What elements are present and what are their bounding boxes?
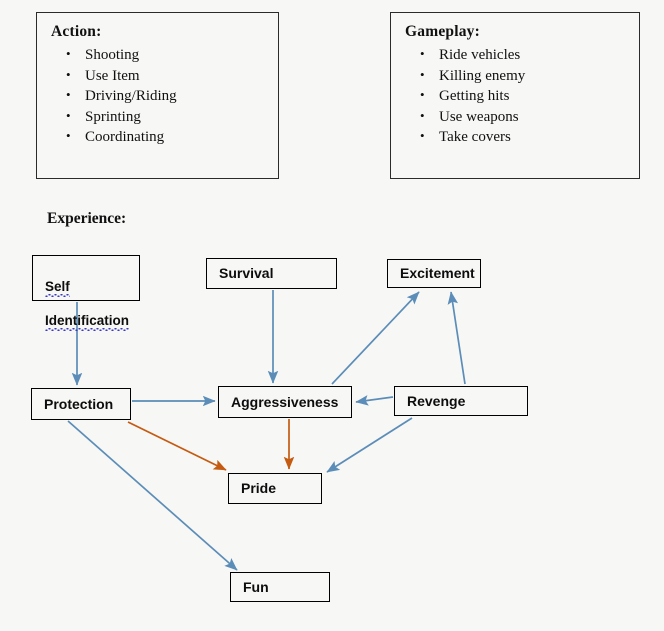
node-protection[interactable]: Protection	[31, 388, 131, 420]
edge-aggressiveness-to-excitement	[331, 291, 420, 385]
edge-revenge-to-pride	[326, 417, 413, 473]
gameplay-panel-title: Gameplay:	[405, 23, 480, 40]
experience-heading: Experience:	[47, 210, 127, 227]
list-item: Ride vehicles	[420, 44, 639, 66]
node-excitement-label: Excitement	[400, 265, 475, 281]
node-protection-label: Protection	[44, 395, 114, 412]
node-self-identification-line2: Identification	[45, 313, 129, 331]
edge-protection-to-fun	[67, 420, 238, 571]
list-item: Killing enemy	[420, 65, 639, 87]
node-survival[interactable]: Survival	[206, 258, 337, 289]
node-fun-label: Fun	[243, 578, 269, 595]
node-survival-label: Survival	[219, 265, 274, 281]
node-self-identification-label: Self Identification	[33, 261, 129, 331]
edge-protection-to-pride	[127, 421, 227, 471]
gameplay-panel-list: Ride vehicles Killing enemy Getting hits…	[391, 44, 639, 148]
list-item: Sprinting	[66, 106, 278, 128]
node-self-identification-line1: Self	[45, 279, 70, 297]
gameplay-panel: Gameplay: Ride vehicles Killing enemy Ge…	[390, 12, 640, 179]
node-revenge-label: Revenge	[407, 392, 466, 409]
list-item: Shooting	[66, 44, 278, 66]
node-fun[interactable]: Fun	[230, 572, 330, 602]
list-item: Getting hits	[420, 85, 639, 107]
node-excitement[interactable]: Excitement	[387, 259, 481, 288]
node-aggressiveness-label: Aggressiveness	[231, 393, 339, 410]
edge-revenge-to-excitement	[447, 291, 466, 385]
node-self-identification[interactable]: Self Identification	[32, 255, 140, 331]
action-panel: Action: Shooting Use Item Driving/Riding…	[36, 12, 279, 179]
list-item: Coordinating	[66, 126, 278, 148]
node-revenge[interactable]: Revenge	[394, 386, 528, 416]
list-item: Driving/Riding	[66, 85, 278, 107]
list-item: Use weapons	[420, 106, 639, 128]
list-item: Take covers	[420, 126, 639, 148]
node-pride[interactable]: Pride	[228, 473, 322, 504]
node-pride-label: Pride	[241, 480, 277, 496]
action-panel-list: Shooting Use Item Driving/Riding Sprinti…	[37, 44, 278, 148]
edge-revenge-to-aggressiveness	[355, 395, 394, 406]
action-panel-title: Action:	[51, 23, 102, 40]
list-item: Use Item	[66, 65, 278, 87]
node-aggressiveness[interactable]: Aggressiveness	[218, 386, 352, 418]
